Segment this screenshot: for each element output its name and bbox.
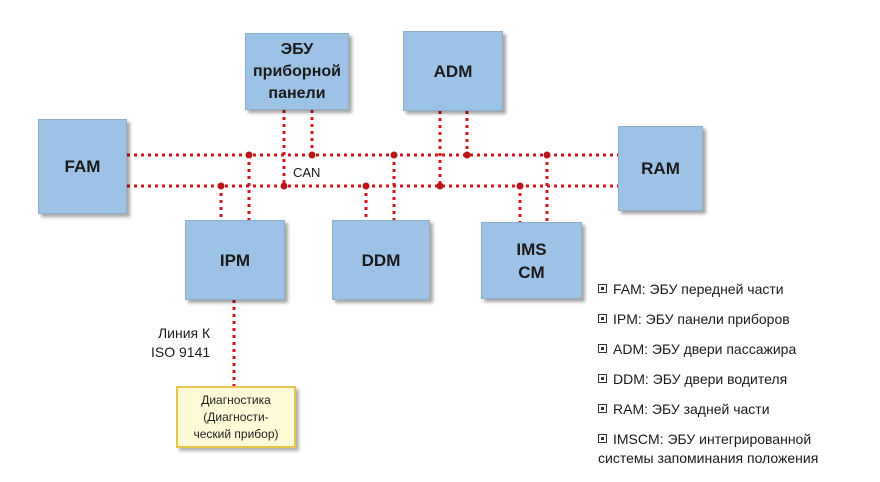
ebu-panel-node: ЭБУ приборной панели [245, 33, 349, 110]
bullet-icon [598, 314, 607, 323]
adm-label: ADM [433, 61, 473, 81]
ram-label: RAM [641, 159, 680, 178]
legend-item-ddm: DDM: ЭБУ двери водителя [598, 370, 878, 389]
junction-dot [280, 182, 288, 190]
legend-item-imscm: IMSCM: ЭБУ интегрированной [598, 430, 878, 449]
legend-item-adm: ADM: ЭБУ двери пассажира [598, 340, 878, 359]
junction-dot [390, 151, 398, 159]
ram-node: RAM [618, 126, 703, 211]
legend-text: DDM: ЭБУ двери водителя [613, 371, 788, 387]
k-line-label-2: ISO 9141 [151, 344, 211, 360]
bullet-icon [598, 374, 607, 383]
k-line-label-1: Линия К [157, 325, 211, 341]
imscm-label-2: CM [518, 262, 545, 282]
junction-dot [308, 151, 316, 159]
junction-dot [362, 182, 370, 190]
imscm-node: IMS CM [481, 222, 582, 299]
adm-node: ADM [403, 31, 503, 111]
ipm-node: IPM [185, 220, 285, 300]
legend-text: системы запоминания положения [598, 450, 819, 466]
legend-item-ipm: IPM: ЭБУ панели приборов [598, 310, 878, 329]
k-line-label: Линия К ISO 9141 [151, 324, 210, 362]
legend-text: FAM: ЭБУ передней части [613, 281, 784, 297]
ebu-panel-label-3: панели [268, 84, 326, 102]
ebu-panel-label-1: ЭБУ [280, 40, 314, 58]
junction-dot [436, 182, 444, 190]
junction-dot [245, 151, 253, 159]
legend-item-imscm-cont: системы запоминания положения [598, 449, 878, 468]
imscm-label-1: IMS [516, 239, 547, 259]
diagnostics-label-1: Диагностика [201, 392, 271, 407]
diagnostics-label-3: ческий прибор) [193, 426, 279, 441]
fam-node: FAM [38, 119, 127, 214]
diagnostics-node: Диагностика (Диагности- ческий прибор) [176, 386, 296, 448]
junction-dot [516, 182, 524, 190]
junction-dot [217, 182, 225, 190]
legend: FAM: ЭБУ передней части IPM: ЭБУ панели … [598, 280, 878, 468]
can-bus-label: CAN [293, 165, 321, 180]
bullet-icon [598, 404, 607, 413]
bullet-icon [598, 344, 607, 353]
legend-text: IMSCM: ЭБУ интегрированной [613, 431, 812, 447]
diagnostics-label-2: (Диагности- [203, 409, 269, 424]
ipm-label: IPM [219, 250, 251, 270]
legend-text: RAM: ЭБУ задней части [613, 401, 770, 417]
junction-dot [543, 151, 551, 159]
legend-item-ram: RAM: ЭБУ задней части [598, 400, 878, 419]
legend-text: ADM: ЭБУ двери пассажира [613, 341, 797, 357]
ddm-label: DDM [361, 250, 401, 270]
fam-label: FAM [64, 157, 101, 176]
bullet-icon [598, 434, 607, 443]
bullet-icon [598, 284, 607, 293]
legend-text: IPM: ЭБУ панели приборов [613, 311, 790, 327]
ddm-node: DDM [332, 220, 430, 300]
legend-item-fam: FAM: ЭБУ передней части [598, 280, 878, 299]
junction-dot [463, 151, 471, 159]
ebu-panel-label-2: приборной [253, 62, 341, 80]
